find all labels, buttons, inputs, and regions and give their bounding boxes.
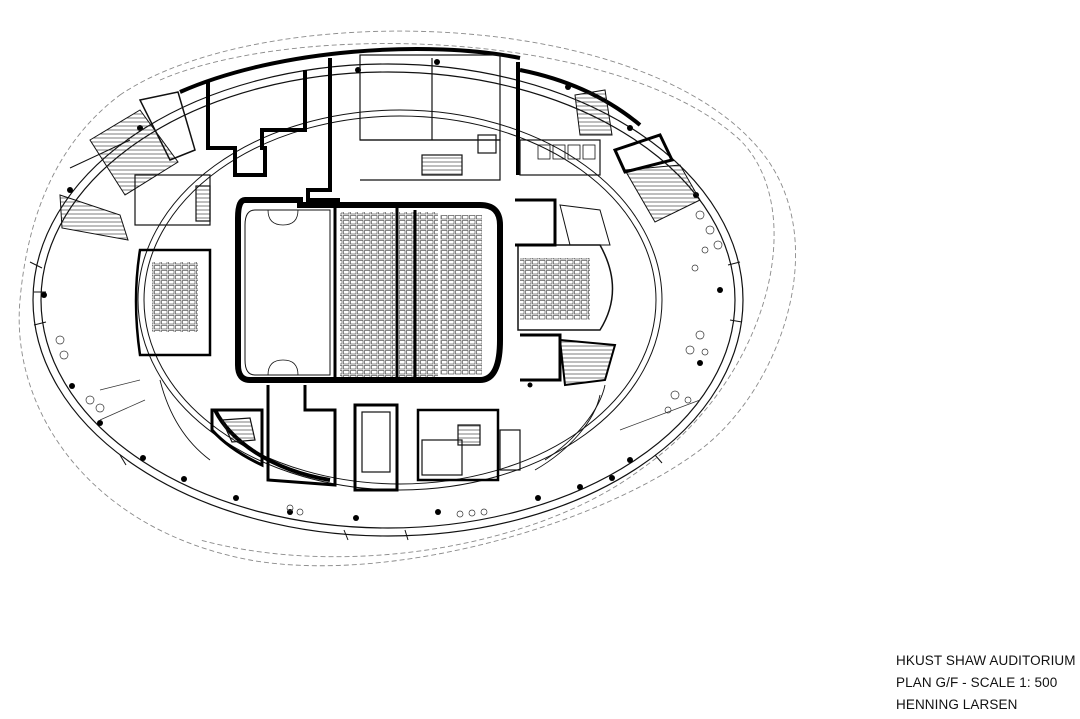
stalls-seating-block-3 [440, 215, 482, 375]
west-lecture-room [134, 248, 212, 357]
stalls-seating-block-1 [340, 212, 395, 377]
north-restrooms [537, 144, 596, 160]
south-rooms [210, 385, 521, 492]
northwest-stair-wing [59, 91, 196, 241]
inner-corridor [137, 109, 663, 491]
sheet-scale: PLAN G/F - SCALE 1: 500 [896, 675, 1058, 690]
facade-fins [29, 261, 743, 541]
site-boundary-dashed [18, 30, 796, 567]
architect-name: HENNING LARSEN [896, 697, 1018, 712]
outer-terrace [32, 63, 744, 537]
building-perimeter-walls [179, 47, 642, 482]
northeast-stair-wing [574, 89, 701, 223]
title-block: HKUST SHAW AUDITORIUM PLAN G/F - SCALE 1… [896, 650, 1076, 716]
stalls-seating-block-2 [398, 212, 438, 377]
main-auditorium [235, 197, 503, 383]
terrace-columns [41, 59, 723, 521]
north-service-rooms [134, 54, 601, 226]
project-name: HKUST SHAW AUDITORIUM [896, 653, 1076, 668]
south-corridor-arcs [159, 379, 606, 471]
landscape-furniture [55, 210, 723, 518]
east-recital-hall [515, 198, 617, 387]
